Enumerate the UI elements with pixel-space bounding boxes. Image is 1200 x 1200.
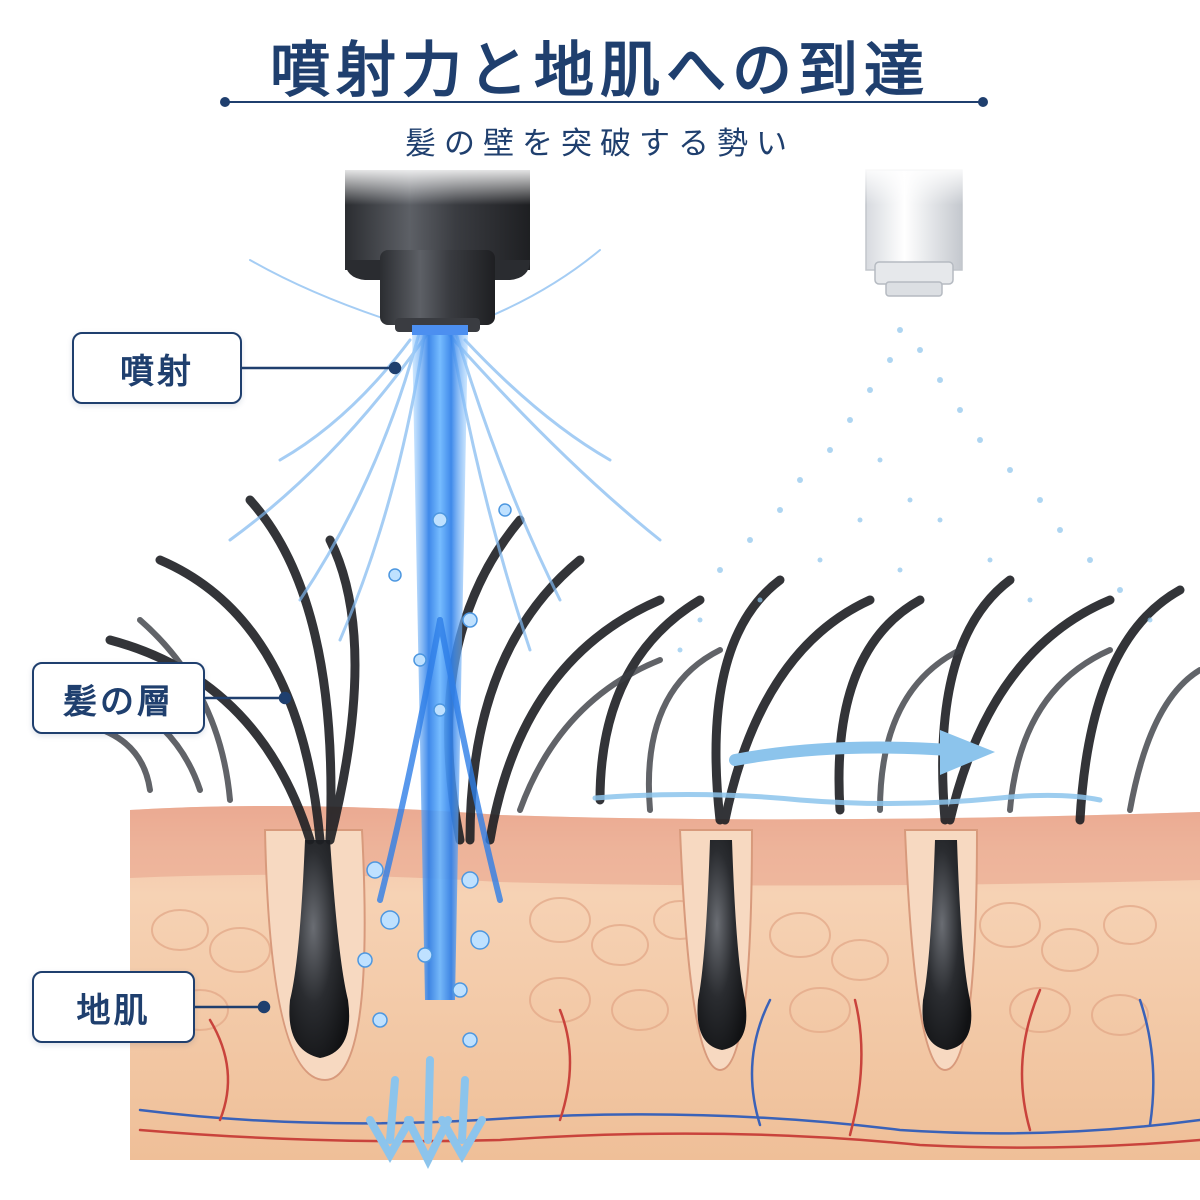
powerful-jet-nozzle-icon — [345, 165, 530, 335]
page-title: 噴射力と地肌への到達 — [0, 22, 1200, 109]
label-scalp: 地肌 — [32, 971, 195, 1043]
title-divider — [226, 101, 982, 103]
right-arrow-icon — [735, 730, 995, 775]
mist-spray-nozzle-icon — [862, 165, 966, 296]
hair-strands — [40, 500, 1200, 840]
page-subtitle: 髪の壁を突破する勢い — [0, 118, 1200, 163]
label-spray: 噴射 — [72, 332, 242, 404]
water-film — [595, 794, 1100, 803]
title-divider-dot-left — [220, 97, 230, 107]
title-divider-dot-right — [978, 97, 988, 107]
label-hair-layer: 髪の層 — [32, 662, 205, 734]
